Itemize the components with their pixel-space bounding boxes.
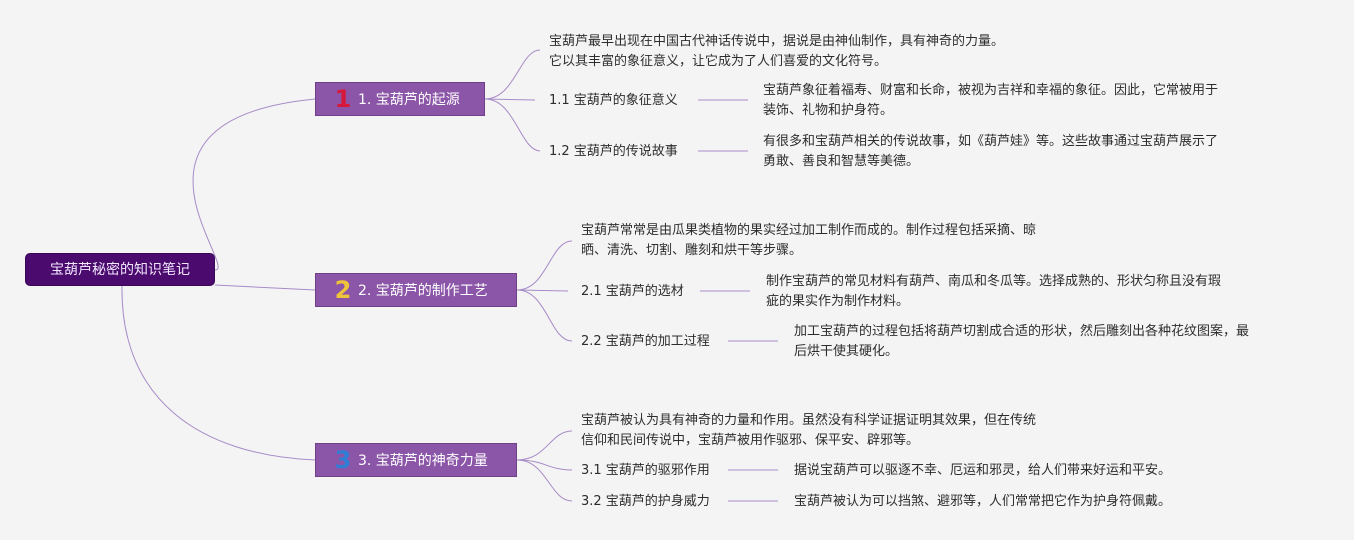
root-node[interactable]: 宝葫芦秘密的知识笔记	[25, 253, 215, 286]
detail-line: 加工宝葫芦的过程包括将葫芦切割成合适的形状，然后雕刻出各种花纹图案，最	[794, 324, 1250, 339]
connector-root-branch-1	[192, 98, 316, 271]
description-line: 晒、清洗、切割、雕刻和烘干等步骤。	[581, 243, 803, 258]
description-line: 宝葫芦最早出现在中国古代神话传说中，据说是由神仙制作，具有神奇的力量。	[549, 34, 1005, 49]
branch-label: 2. 宝葫芦的制作工艺	[358, 283, 488, 299]
branch-node-3[interactable]: 3 3. 宝葫芦的神奇力量	[315, 443, 517, 477]
connector-branch2-sub2	[516, 289, 573, 342]
branch-node-1[interactable]: 1 1. 宝葫芦的起源	[315, 82, 485, 116]
branch-label: 1. 宝葫芦的起源	[358, 92, 460, 108]
detail-line: 宝葫芦被认为可以挡煞、避邪等，人们常常把它作为护身符佩戴。	[794, 494, 1172, 509]
branch-description: 宝葫芦被认为具有神奇的力量和作用。虽然没有科学证据证明其效果，但在传统 信仰和民…	[581, 411, 1036, 451]
number-2-icon: 2	[334, 276, 352, 304]
detail-line: 后烘干使其硬化。	[794, 344, 899, 359]
description-line: 信仰和民间传说中，宝葫芦被用作驱邪、保平安、辟邪等。	[581, 433, 920, 448]
subtopic-2-1[interactable]: 2.1 宝葫芦的选材	[581, 284, 684, 299]
connector-branch2-desc	[516, 240, 573, 291]
branch-description: 宝葫芦最早出现在中国古代神话传说中，据说是由神仙制作，具有神奇的力量。 它以其丰…	[549, 32, 1004, 72]
detail-line: 据说宝葫芦可以驱逐不幸、厄运和邪灵，给人们带来好运和平安。	[794, 463, 1172, 478]
subtopic-detail: 宝葫芦被认为可以挡煞、避邪等，人们常常把它作为护身符佩戴。	[794, 492, 1171, 512]
subtopic-3-1[interactable]: 3.1 宝葫芦的驱邪作用	[581, 463, 710, 478]
subtopic-detail: 据说宝葫芦可以驱逐不幸、厄运和邪灵，给人们带来好运和平安。	[794, 461, 1171, 481]
subtopic-1-1[interactable]: 1.1 宝葫芦的象征意义	[549, 93, 678, 108]
connector-root-branch-3	[121, 284, 316, 461]
detail-line: 宝葫芦象征着福寿、财富和长命，被视为吉祥和幸福的象征。因此，它常被用于	[763, 83, 1219, 98]
subtopic-detail: 制作宝葫芦的常见材料有葫芦、南瓜和冬瓜等。选择成熟的、形状匀称且没有瑕 疵的果实…	[766, 272, 1221, 312]
subtopic-detail: 加工宝葫芦的过程包括将葫芦切割成合适的形状，然后雕刻出各种花纹图案，最 后烘干使…	[794, 322, 1249, 362]
detail-line: 有很多和宝葫芦相关的传说故事，如《葫芦娃》等。这些故事通过宝葫芦展示了	[763, 134, 1219, 149]
description-line: 它以其丰富的象征意义，让它成为了人们喜爱的文化符号。	[549, 54, 888, 69]
connector-branch3-desc	[516, 430, 573, 461]
branch-label: 3. 宝葫芦的神奇力量	[358, 453, 488, 469]
connector-branch1-desc	[484, 49, 541, 100]
detail-line: 疵的果实作为制作材料。	[766, 294, 910, 309]
detail-line: 装饰、礼物和护身符。	[763, 103, 894, 118]
number-1-icon: 1	[334, 85, 352, 113]
detail-line: 制作宝葫芦的常见材料有葫芦、南瓜和冬瓜等。选择成熟的、形状匀称且没有瑕	[766, 274, 1222, 289]
subtopic-1-2[interactable]: 1.2 宝葫芦的传说故事	[549, 144, 678, 159]
detail-line: 勇敢、善良和智慧等美德。	[763, 154, 920, 169]
connector-branch3-sub2	[516, 459, 573, 502]
description-line: 宝葫芦被认为具有神奇的力量和作用。虽然没有科学证据证明其效果，但在传统	[581, 413, 1037, 428]
subtopic-detail: 宝葫芦象征着福寿、财富和长命，被视为吉祥和幸福的象征。因此，它常被用于 装饰、礼…	[763, 81, 1218, 121]
connector-branch1-sub1	[484, 98, 536, 101]
subtopic-3-2[interactable]: 3.2 宝葫芦的护身威力	[581, 494, 710, 509]
subtopic-2-2[interactable]: 2.2 宝葫芦的加工过程	[581, 334, 710, 349]
connector-root-branch-2	[214, 284, 316, 291]
number-3-icon: 3	[334, 446, 352, 474]
connector-branch1-sub2	[484, 98, 541, 152]
branch-description: 宝葫芦常常是由瓜果类植物的果实经过加工制作而成的。制作过程包括采摘、晾 晒、清洗…	[581, 221, 1036, 261]
subtopic-detail: 有很多和宝葫芦相关的传说故事，如《葫芦娃》等。这些故事通过宝葫芦展示了 勇敢、善…	[763, 132, 1218, 172]
description-line: 宝葫芦常常是由瓜果类植物的果实经过加工制作而成的。制作过程包括采摘、晾	[581, 223, 1037, 238]
branch-node-2[interactable]: 2 2. 宝葫芦的制作工艺	[315, 273, 517, 307]
connector-branch2-sub1	[516, 289, 569, 292]
